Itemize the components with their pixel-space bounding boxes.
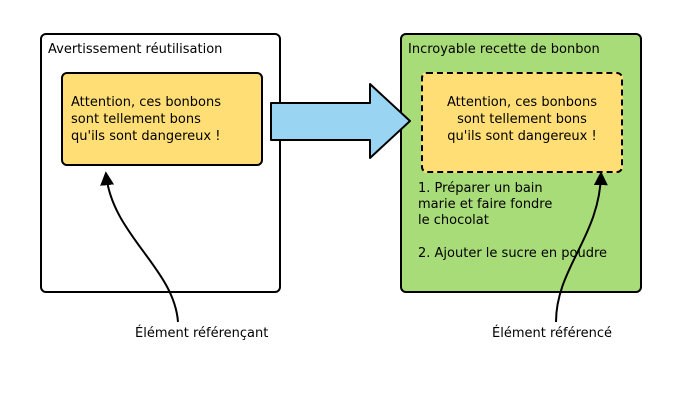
referenced-panel-title: Incroyable recette de bonbon [408,42,600,57]
note-line: qu'ils sont dangereux ! [447,129,597,144]
recipe-step-2: 2. Ajouter le sucre en poudre [418,246,608,261]
step-line: 1. Préparer un bain [418,181,543,196]
step-line: marie et faire fondre [418,197,553,212]
referencing-panel-title: Avertissement réutilisation [48,42,223,57]
note-line: Attention, ces bonbons [447,95,597,110]
referencing-caption: Élément référençant [135,326,269,341]
note-line: sont tellement bons [457,112,587,127]
referenced-caption: Élément référencé [492,326,613,341]
referenced-note: Attention, ces bonbons sont tellement bo… [421,72,623,173]
referenced-panel: Incroyable recette de bonbon Attention, … [400,33,642,293]
referencing-panel: Avertissement réutilisation Attention, c… [40,33,281,293]
note-line: sont tellement bons [71,112,201,127]
recipe-step-1: 1. Préparer un bain marie et faire fondr… [418,181,552,229]
reuse-arrow [270,83,411,159]
note-line: Attention, ces bonbons [71,95,221,110]
referencing-note: Attention, ces bonbons sont tellement bo… [61,72,263,166]
step-line: le chocolat [418,213,489,228]
note-line: qu'ils sont dangereux ! [71,129,221,144]
